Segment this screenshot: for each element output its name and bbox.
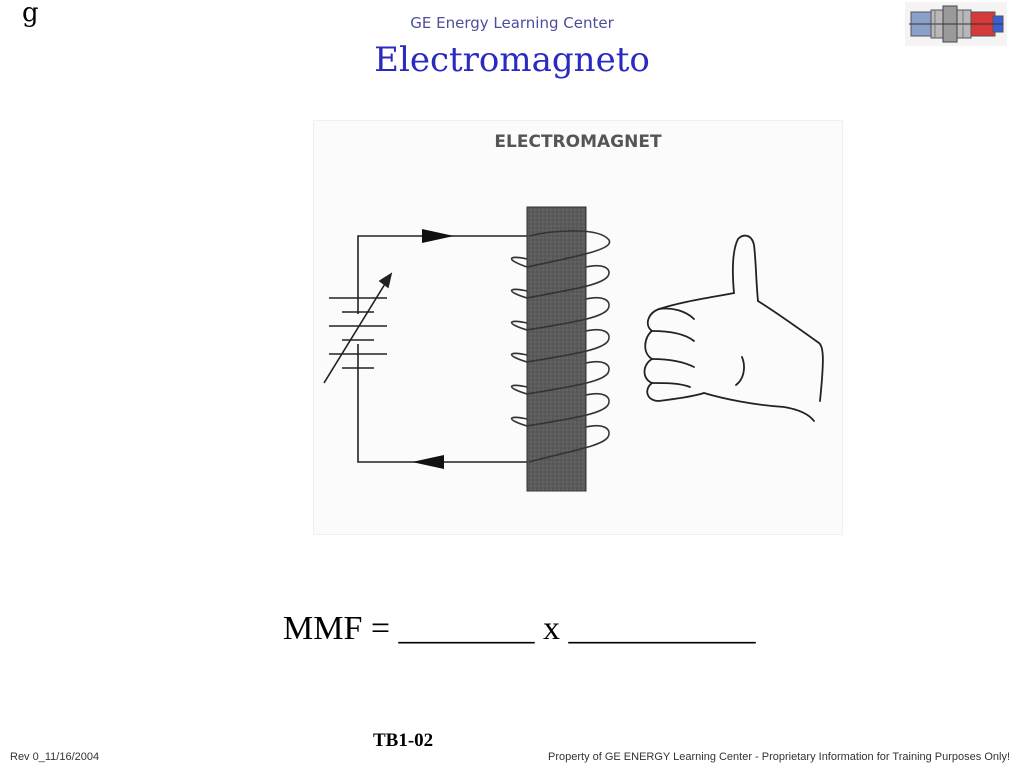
gas-turbine-icon <box>905 2 1007 46</box>
right-hand-thumb-icon <box>643 234 824 422</box>
circuit-wire <box>357 235 529 463</box>
organization-header: GE Energy Learning Center <box>410 14 614 32</box>
ge-logo: g <box>22 0 39 28</box>
coil-icon <box>510 230 611 463</box>
diagram-heading: ELECTROMAGNET <box>494 132 662 152</box>
current-arrow-icon <box>412 229 454 469</box>
slide-code: TB1-02 <box>373 730 434 751</box>
property-notice-footer: Property of GE ENERGY Learning Center - … <box>548 751 1010 763</box>
slide-title: Electromagneto <box>374 40 650 80</box>
variable-battery-icon <box>323 272 393 384</box>
revision-footer: Rev 0_11/16/2004 <box>10 751 100 763</box>
electromagnet-diagram: ELECTROMAGNET <box>313 120 843 535</box>
iron-core-icon <box>526 206 587 492</box>
mmf-formula: MMF = ________ x ___________ <box>283 610 756 647</box>
